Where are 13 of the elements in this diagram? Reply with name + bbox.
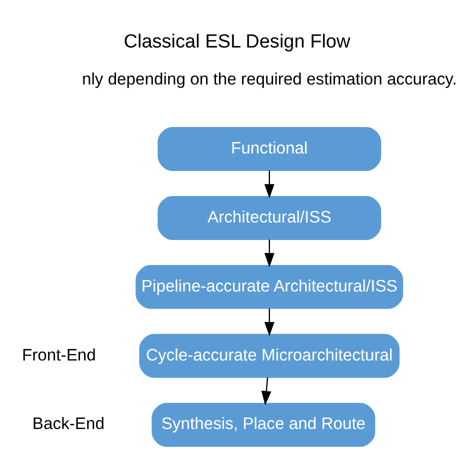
arrow bbox=[264, 308, 274, 336]
diagram-title: Classical ESL Design Flow bbox=[124, 32, 350, 53]
arrow bbox=[264, 240, 274, 268]
node-box: Functional bbox=[158, 127, 382, 172]
node-box: Cycle-accurate Microarchitectural bbox=[139, 334, 400, 378]
node-box: Synthesis, Place and Route bbox=[152, 402, 376, 447]
arrow bbox=[264, 170, 274, 198]
node-box: Architectural/ISS bbox=[158, 196, 382, 240]
arrow bbox=[261, 377, 272, 406]
label: Back-End bbox=[32, 414, 105, 434]
label: nly depending on the required estimation accuracy. bbox=[82, 69, 457, 88]
label: Front-End bbox=[22, 345, 96, 364]
node-box: Pipeline-accurate Architectural/ISS bbox=[136, 264, 404, 309]
